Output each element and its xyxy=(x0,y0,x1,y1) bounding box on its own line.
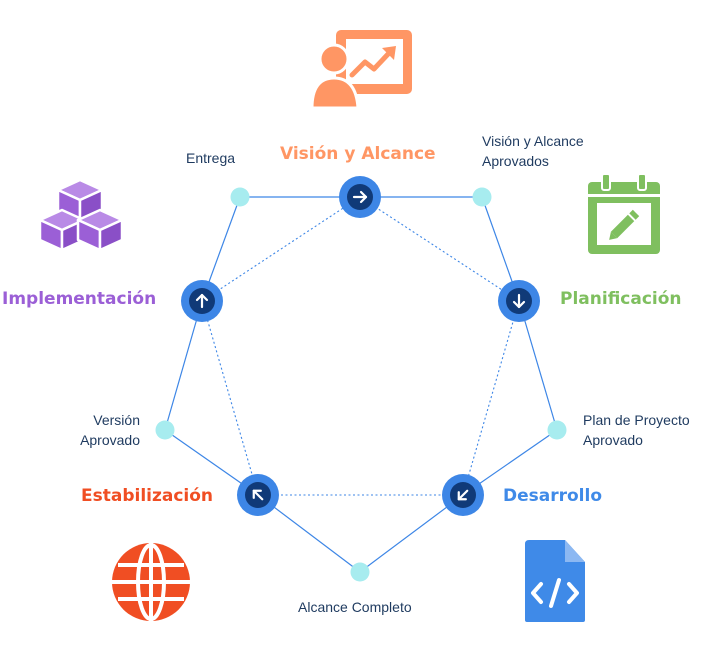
milestone-label-vision-aprovados: Visión y Alcance Aprovados xyxy=(482,131,584,171)
phase-node-implementacion xyxy=(181,280,223,322)
milestone-label-line1: Plan de Proyecto xyxy=(583,412,690,428)
arrow-up-left-icon xyxy=(252,489,264,501)
phase-label-desarrollo: Desarrollo xyxy=(503,486,603,506)
milestone-label-plan-proyecto: Plan de Proyecto Aprovado xyxy=(583,410,690,450)
milestone-label-line1: Visión y Alcance xyxy=(482,133,584,149)
milestone-dot xyxy=(155,420,175,440)
phase-node-estabilizacion xyxy=(237,474,279,516)
milestone-label-line1: Entrega xyxy=(186,150,236,166)
milestone-dot xyxy=(230,187,250,207)
cycle-edges xyxy=(164,196,558,573)
code-file-icon xyxy=(525,540,585,622)
cubes-icon xyxy=(38,178,124,252)
edge-desarrollo-to-milestone3 xyxy=(359,494,464,573)
dotted-implementacion-vision xyxy=(201,196,361,302)
phase-label-estabilizacion: Estabilización xyxy=(81,486,214,506)
milestone-label-version: Versión Aprovado xyxy=(72,410,140,450)
edge-planificacion-to-milestone2 xyxy=(518,300,558,431)
dotted-estabilizacion-implementacion xyxy=(201,300,259,496)
milestone-label-line2: Aprovados xyxy=(482,153,549,169)
phase-node-vision xyxy=(339,176,381,218)
milestone-label-line2: Aprovado xyxy=(583,432,643,448)
phase-label-planificacion: Planificación xyxy=(560,289,682,309)
milestone-dot xyxy=(350,562,370,582)
arrow-right-icon xyxy=(352,190,368,204)
phase-label-vision: Visión y Alcance xyxy=(280,144,436,164)
arrow-up-icon xyxy=(195,293,209,309)
milestone-label-entrega: Entrega xyxy=(186,148,235,168)
dotted-vision-planificacion xyxy=(359,196,520,302)
milestone-label-line1: Versión xyxy=(93,412,140,428)
phase-node-desarrollo xyxy=(442,474,484,516)
phase-node-planificacion xyxy=(498,280,540,322)
presentation-chart-icon xyxy=(310,30,412,110)
edge-milestone3-to-estabilizacion xyxy=(257,494,361,573)
milestone-dot xyxy=(472,187,492,207)
milestone-dot xyxy=(547,420,567,440)
milestone-label-line1: Alcance Completo xyxy=(298,599,412,615)
phase-label-implementacion: Implementación xyxy=(2,289,157,309)
milestone-dots xyxy=(155,187,567,582)
milestone-label-alcance-completo: Alcance Completo xyxy=(298,597,412,617)
arrow-down-left-icon xyxy=(457,489,469,501)
phase-connectors xyxy=(201,196,520,496)
dotted-planificacion-desarrollo xyxy=(462,300,520,496)
milestone-label-line2: Aprovado xyxy=(80,432,140,448)
edge-milestone4-to-implementacion xyxy=(164,300,203,431)
globe-icon xyxy=(112,543,190,621)
arrow-down-icon xyxy=(512,293,526,309)
calendar-edit-icon xyxy=(588,173,660,254)
